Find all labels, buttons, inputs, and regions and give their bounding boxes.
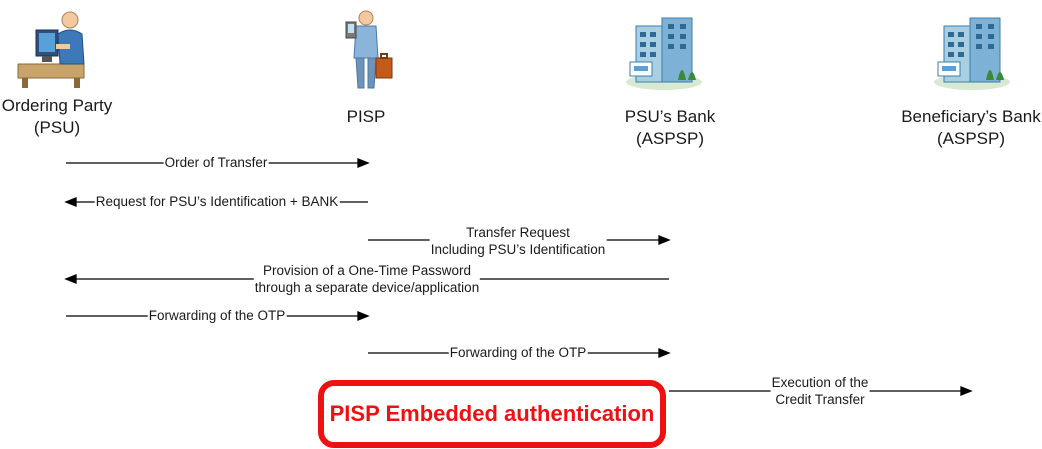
- message-label-execution-credit-transfer: Execution of the Credit Transfer: [770, 374, 870, 408]
- actor-label-psu: Ordering Party (PSU): [0, 95, 157, 139]
- actor-label-psu-bank: PSU’s Bank (ASPSP): [570, 106, 770, 150]
- arrowhead: [658, 235, 671, 245]
- message-label-transfer-request: Transfer Request Including PSU’s Identif…: [429, 224, 607, 258]
- actor-label-beneficiary-bank: Beneficiary’s Bank (ASPSP): [871, 106, 1042, 150]
- message-label-request-identification: Request for PSU’s Identification + BANK: [94, 193, 340, 210]
- actor-label-pisp: PISP: [266, 106, 466, 128]
- message-label-forward-otp-psu: Forwarding of the OTP: [147, 307, 287, 324]
- bank-building-icon: [626, 17, 702, 90]
- actor-name: PISP: [346, 107, 386, 126]
- actor-role: (PSU): [33, 118, 81, 137]
- message-label-provision-otp: Provision of a One-Time Password through…: [253, 262, 481, 296]
- actor-role: (ASPSP): [936, 129, 1006, 148]
- arrowhead: [658, 348, 671, 358]
- message-label-forward-otp-pisp: Forwarding of the OTP: [448, 344, 588, 361]
- arrowhead: [64, 274, 77, 284]
- actor-name: Beneficiary’s Bank: [901, 107, 1041, 126]
- badge-label: PISP Embedded authentication: [329, 401, 655, 426]
- arrowhead: [960, 386, 973, 396]
- bank-building-icon: [934, 17, 1010, 90]
- businessman-with-briefcase-icon: [345, 10, 393, 89]
- actor-role: (ASPSP): [635, 129, 705, 148]
- pisp-embedded-authentication-badge: PISP Embedded authentication: [318, 380, 666, 448]
- actor-name: PSU’s Bank: [624, 107, 716, 126]
- person-at-computer-icon: [17, 11, 85, 88]
- message-label-order-of-transfer: Order of Transfer: [163, 154, 269, 171]
- arrowhead: [357, 311, 370, 321]
- actor-name: Ordering Party: [1, 96, 113, 115]
- arrowhead: [357, 158, 370, 168]
- arrowhead: [64, 197, 77, 207]
